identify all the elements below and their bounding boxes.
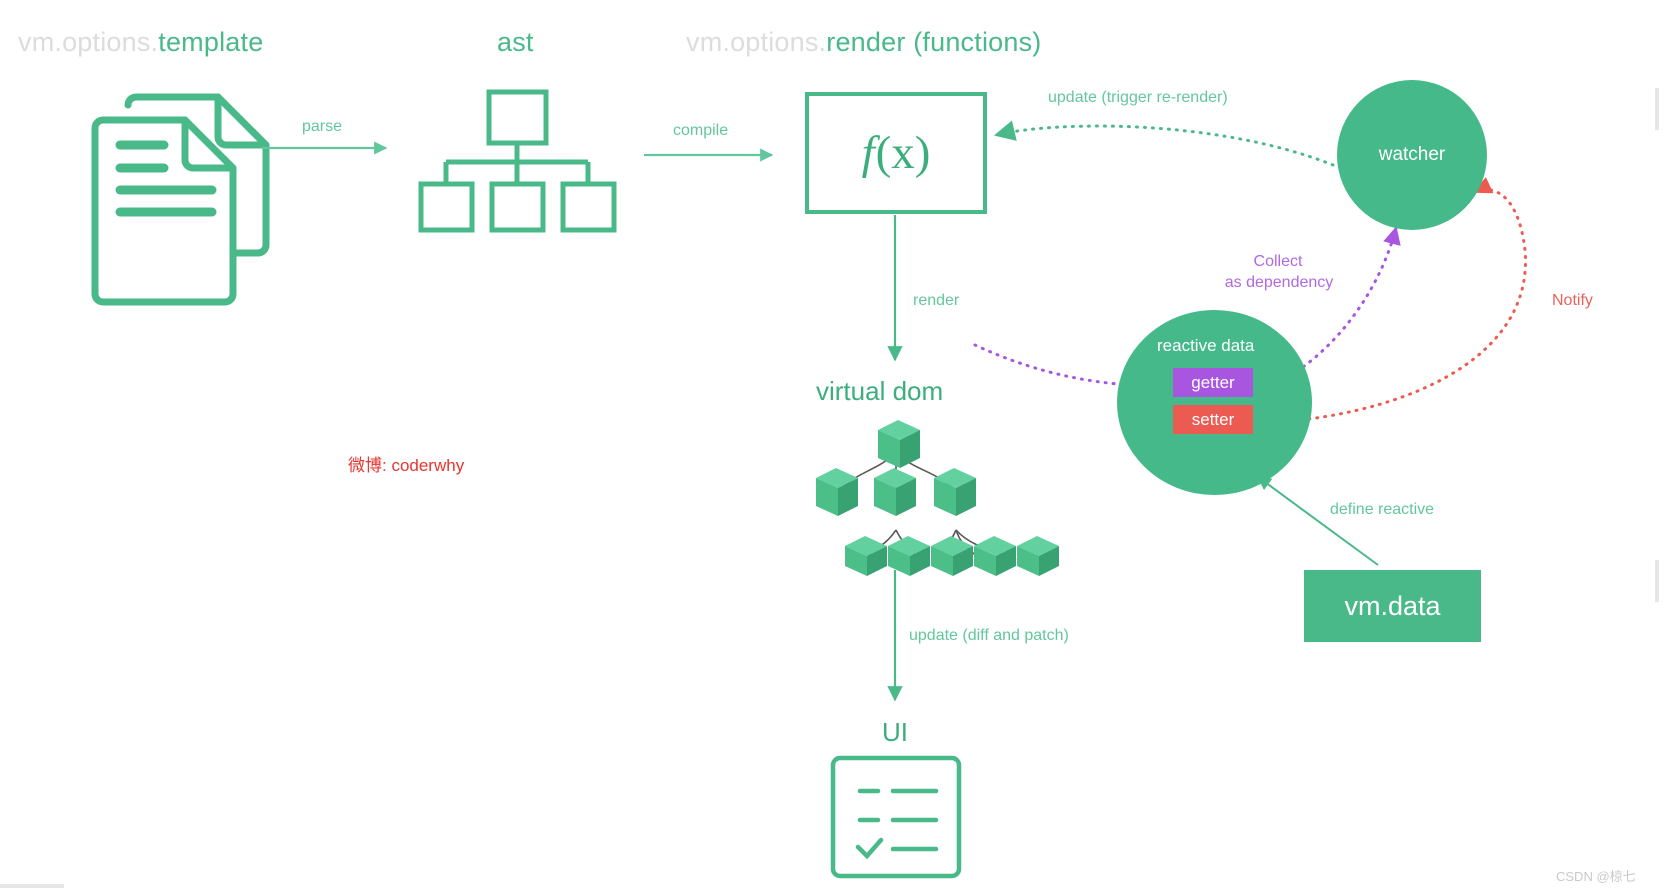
vm-data-box[interactable]: vm.data — [1304, 570, 1481, 642]
csdn-watermark: CSDN @椋七 — [1556, 869, 1636, 884]
fx-rest: (x) — [875, 127, 931, 179]
label-update-trigger-rerender: update (trigger re-render) — [1048, 89, 1228, 106]
setter-chip[interactable]: setter — [1173, 405, 1253, 434]
label-notify: Notify — [1552, 292, 1593, 309]
title-template-highlight: template — [158, 27, 264, 57]
arrow-update-trigger-rerender — [993, 120, 1335, 167]
label-render: render — [913, 292, 960, 309]
setter-label: setter — [1191, 409, 1235, 429]
title-render-highlight: render (functions) — [826, 27, 1042, 57]
ui-label: UI — [882, 717, 908, 747]
page-title-render: vm.options.render (functions) — [686, 27, 1041, 58]
label-update-diff-patch: update (diff and patch) — [909, 627, 1069, 644]
label-collect-line2: as dependency — [1224, 274, 1334, 291]
watcher-label: watcher — [1378, 144, 1446, 165]
ui-list-icon — [830, 755, 962, 879]
fx-italic-f: f — [861, 127, 875, 179]
watcher-node[interactable]: watcher — [1337, 80, 1487, 230]
page-title-template: vm.options.template — [18, 27, 263, 58]
weibo-credit: 微博: coderwhy — [348, 456, 465, 475]
label-compile: compile — [673, 122, 729, 139]
fx-glyph: f(x) — [809, 96, 983, 210]
arrow-define-reactive — [1256, 476, 1379, 566]
title-render-prefix: vm.options. — [686, 27, 827, 57]
getter-label: getter — [1191, 372, 1235, 392]
page-title-ast: ast — [497, 27, 534, 57]
vm-data-label: vm.data — [1344, 590, 1441, 621]
title-template-prefix: vm.options. — [18, 27, 159, 57]
label-define-reactive: define reactive — [1330, 501, 1435, 518]
label-collect-line1: Collect — [1253, 253, 1303, 270]
virtual-dom-label: virtual dom — [816, 376, 944, 406]
documents-icon — [91, 93, 270, 306]
render-function-box: f(x) — [805, 92, 987, 214]
reactive-data-node[interactable] — [1117, 310, 1312, 495]
label-parse: parse — [302, 118, 343, 135]
ast-tree-icon — [418, 89, 617, 233]
reactive-data-label: reactive data — [1157, 336, 1255, 355]
vdom-cube-tree-icon — [816, 420, 1059, 576]
getter-chip[interactable]: getter — [1173, 368, 1253, 397]
